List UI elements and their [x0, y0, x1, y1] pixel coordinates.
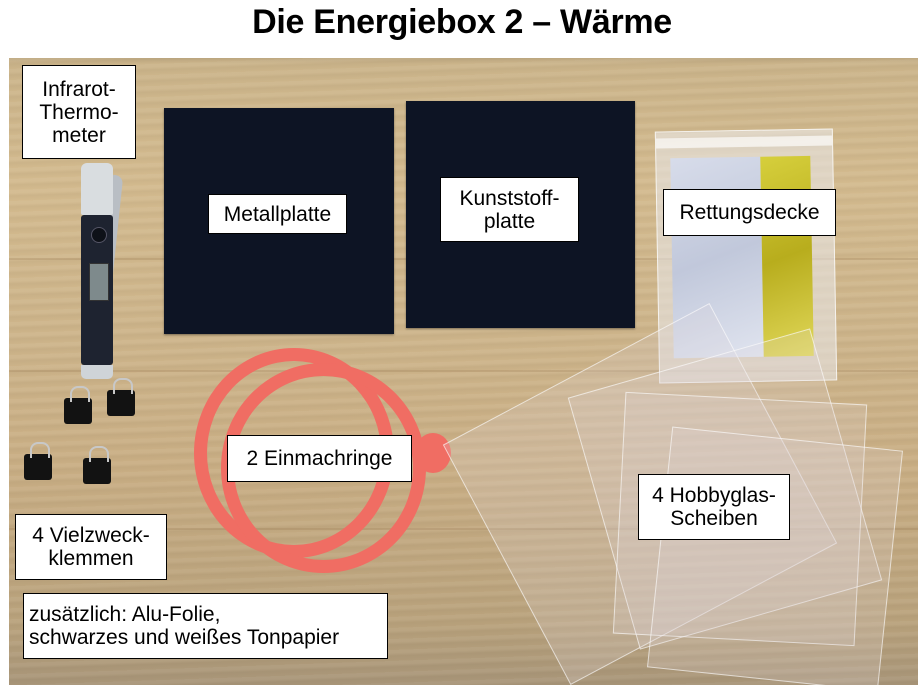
label-binder-clips: 4 Vielzweck- klemmen — [15, 514, 167, 580]
wood-plank-seam — [9, 528, 918, 530]
acrylic-pane-image — [646, 426, 904, 685]
sealing-ring-tab — [415, 433, 451, 473]
binder-clip-image — [107, 378, 135, 416]
infrared-thermometer-image — [77, 163, 124, 381]
slide-title: Die Energiebox 2 – Wärme — [252, 3, 672, 41]
label-plastic-plate: Kunststoff- platte — [440, 177, 579, 242]
label-additional-materials: zusätzlich: Alu-Folie, schwarzes und wei… — [23, 593, 388, 659]
label-metal-plate: Metallplatte — [208, 194, 347, 234]
label-sealing-rings: 2 Einmachringe — [227, 435, 412, 482]
binder-clip-image — [83, 446, 111, 484]
binder-clip-image — [24, 442, 52, 480]
label-rescue-blanket: Rettungsdecke — [663, 189, 836, 236]
label-acrylic-panes: 4 Hobbyglas- Scheiben — [638, 474, 790, 540]
binder-clip-image — [64, 386, 92, 424]
wood-plank-seam — [9, 370, 918, 372]
equipment-photo: Infrarot- Thermo- meter Metallplatte Kun… — [9, 58, 918, 685]
label-infrared-thermometer: Infrarot- Thermo- meter — [22, 65, 136, 159]
